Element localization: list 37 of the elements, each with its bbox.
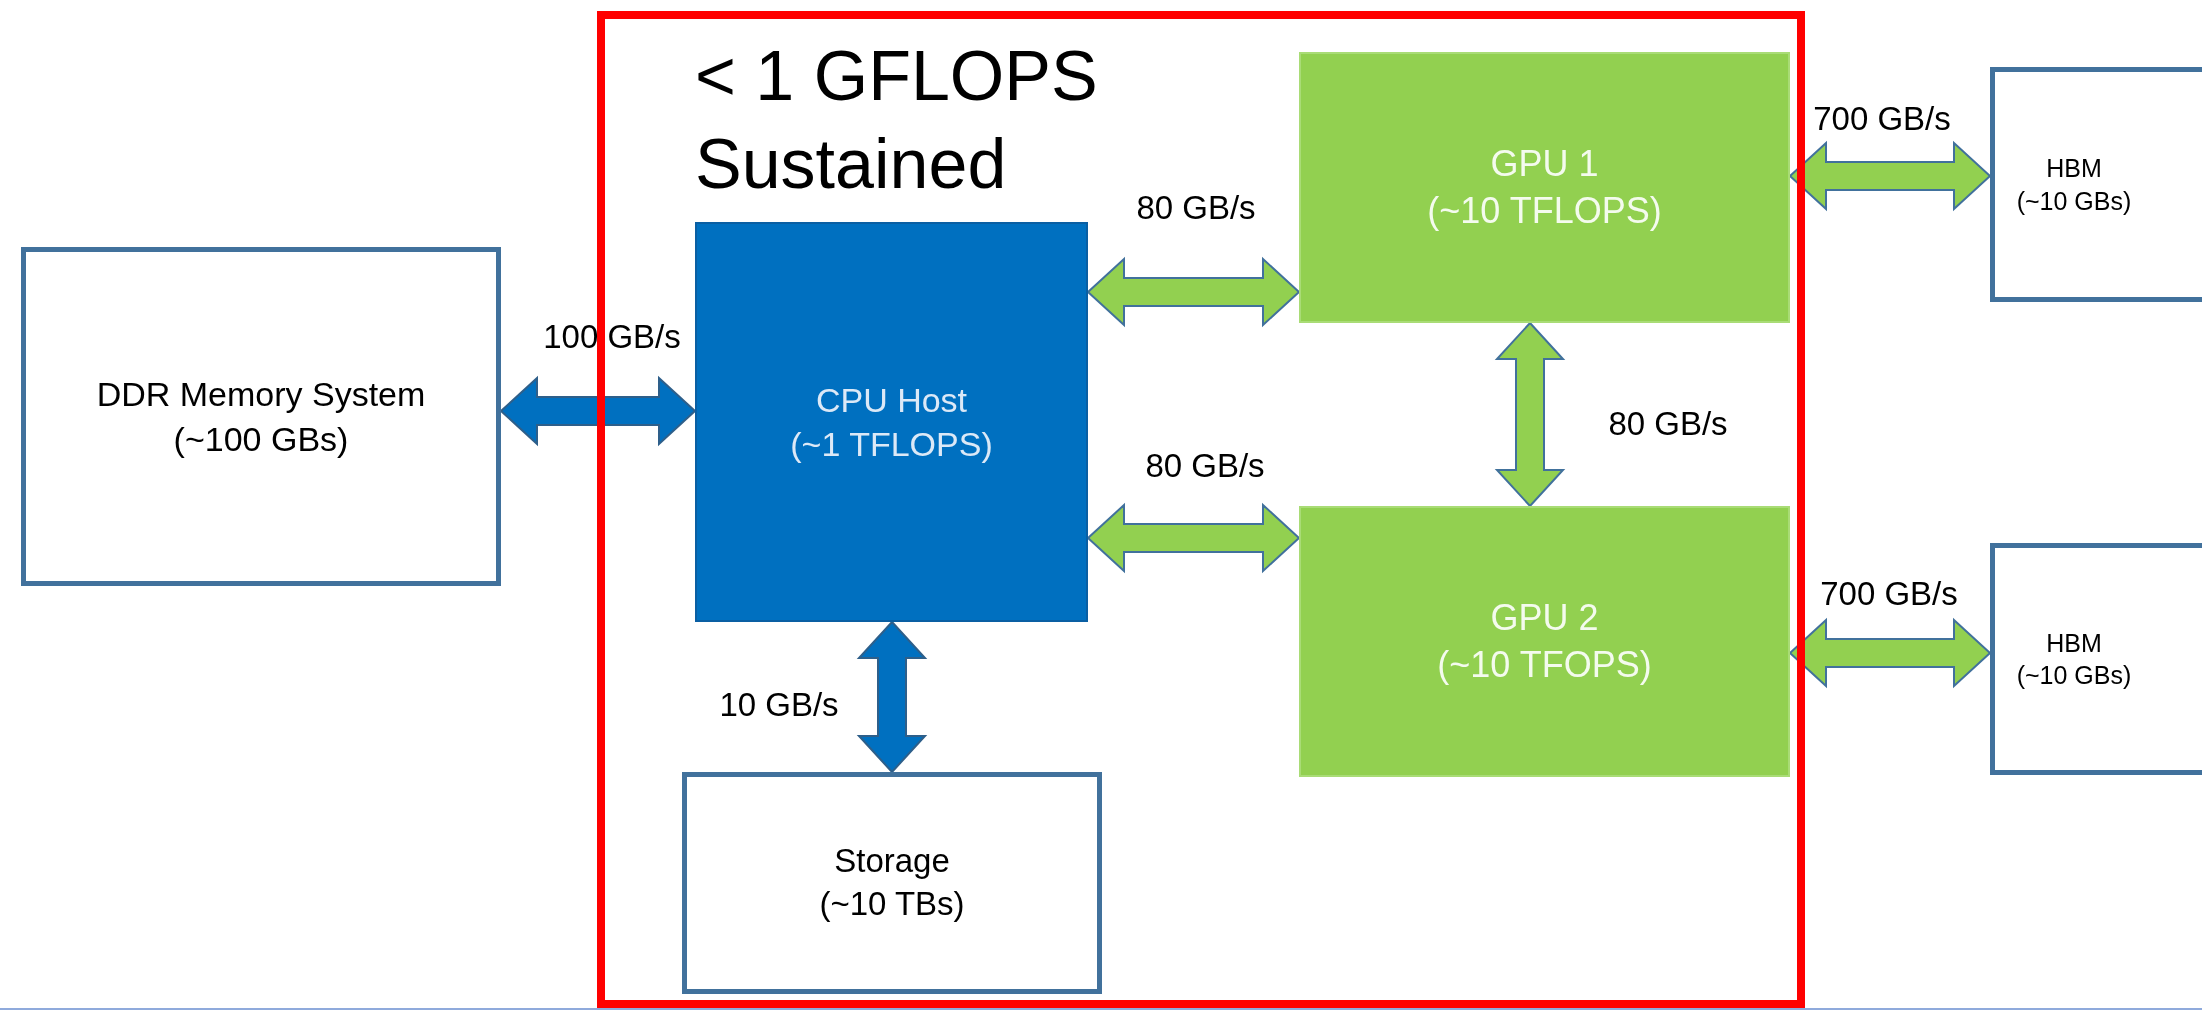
double-arrow (1788, 617, 1992, 689)
component-name: GPU 1 (1490, 141, 1599, 186)
component-spec: (~10 GBs) (2015, 185, 2133, 217)
component-spec: (~10 GBs) (2015, 660, 2133, 691)
gpu-box (1299, 506, 1790, 777)
system-boundary-frame (597, 11, 1805, 1008)
edge-label: 80 GB/s (1608, 405, 1728, 443)
double-arrow (1494, 321, 1566, 508)
double-arrow (1086, 256, 1301, 328)
component-name: DDR Memory System (96, 374, 426, 416)
double-arrow (1788, 140, 1992, 212)
component-spec: (~10 TFOPS) (1437, 642, 1652, 687)
component-name: GPU 2 (1490, 595, 1599, 640)
component-name: HBM (2045, 627, 2103, 659)
edge-label: 80 GB/s (1136, 189, 1256, 227)
component-name: CPU Host (815, 379, 968, 421)
component-spec: (~1 TFLOPS) (790, 424, 993, 465)
double-arrow (856, 620, 928, 774)
double-arrow (499, 375, 697, 447)
edge-label: 80 GB/s (1145, 447, 1265, 485)
gpu-box (1299, 52, 1790, 323)
double-arrow (1086, 502, 1301, 574)
component-name: Storage (834, 841, 950, 882)
memory-box (1990, 67, 2202, 302)
component-box (682, 772, 1102, 994)
heading: < 1 GFLOPS Sustained (695, 36, 1099, 205)
component-spec: (~10 TBs) (819, 884, 965, 924)
component-spec: (~10 TFLOPS) (1427, 188, 1662, 233)
edge-label: 700 GB/s (1813, 100, 1951, 138)
edge-label: 100 GB/s (543, 318, 681, 356)
memory-box (1990, 543, 2202, 775)
component-spec: (~100 GBs) (173, 418, 349, 460)
edge-label: 700 GB/s (1820, 575, 1958, 613)
component-box (21, 247, 501, 586)
edge-label: 10 GB/s (719, 686, 839, 724)
cpu-box (695, 222, 1088, 622)
component-name: HBM (2045, 153, 2103, 184)
